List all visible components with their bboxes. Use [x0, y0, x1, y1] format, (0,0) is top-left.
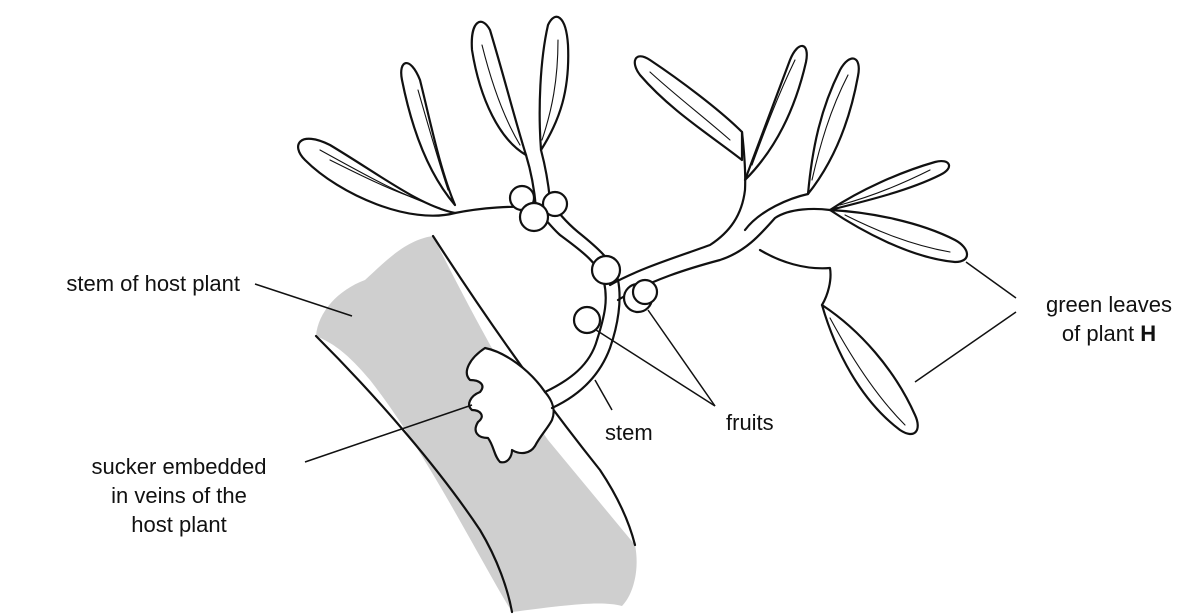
- leader-stem: [595, 380, 612, 410]
- right-branch-upper: [610, 132, 745, 285]
- main-stem-inner: [550, 200, 620, 408]
- fruit: [574, 307, 600, 333]
- fruit: [520, 203, 548, 231]
- label-sucker-line2: in veins of the: [55, 481, 303, 510]
- label-stem: stem: [605, 418, 653, 447]
- leader-fruits-1: [596, 330, 715, 406]
- label-green-leaves-line1: green leaves: [1016, 290, 1202, 319]
- fruit: [592, 256, 620, 284]
- label-green-leaves-text: of plant: [1062, 321, 1140, 346]
- leaves-right-cluster: [635, 46, 967, 434]
- leader-leaves-2: [915, 312, 1016, 382]
- label-fruits: fruits: [726, 408, 774, 437]
- leaves-left-cluster: [298, 17, 568, 216]
- label-sucker: sucker embedded in veins of the host pla…: [55, 452, 303, 539]
- label-stem-of-host-plant: stem of host plant: [0, 269, 240, 298]
- label-plant-letter: H: [1140, 321, 1156, 346]
- label-green-leaves: green leaves of plant H: [1016, 290, 1202, 348]
- leader-leaves-1: [966, 262, 1016, 298]
- fruit: [633, 280, 657, 304]
- label-green-leaves-line2: of plant H: [1016, 319, 1202, 348]
- main-stem: [536, 208, 606, 392]
- leader-fruits-2: [648, 310, 715, 406]
- label-sucker-line1: sucker embedded: [55, 452, 303, 481]
- label-sucker-line3: host plant: [55, 510, 303, 539]
